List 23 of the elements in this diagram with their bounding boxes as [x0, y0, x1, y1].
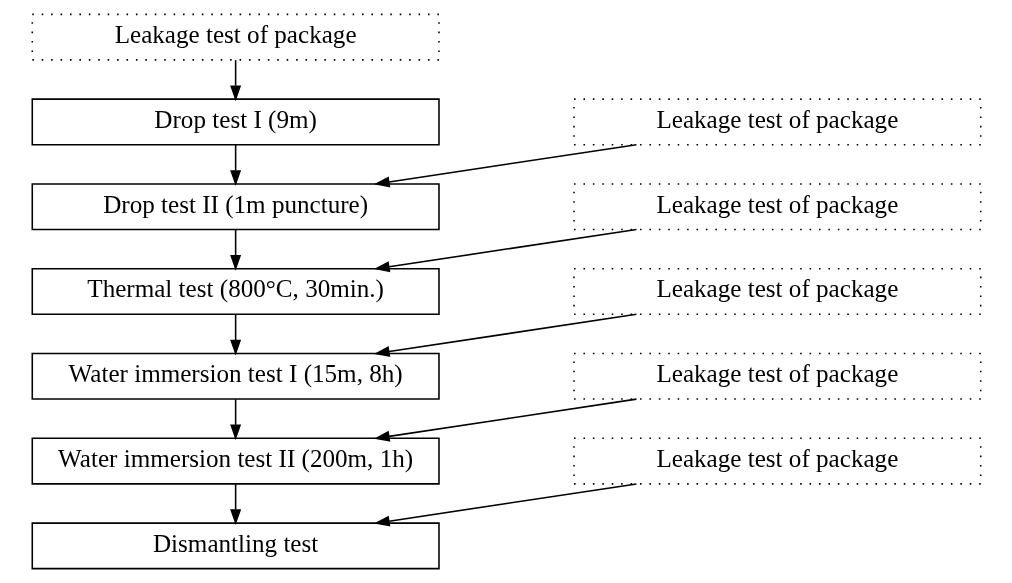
- node-box: Leakage test of package: [572, 352, 981, 400]
- node-box: Leakage test of package: [31, 13, 440, 61]
- arrow: [373, 483, 637, 527]
- arrow: [229, 398, 241, 441]
- node-box: Drop test II (1m puncture): [31, 183, 440, 231]
- arrow: [229, 483, 241, 526]
- node-box: Leakage test of package: [572, 98, 981, 146]
- arrow: [373, 398, 637, 442]
- node-box: Water immersion test I (15m, 8h): [31, 352, 440, 400]
- node-box: Drop test I (9m): [31, 98, 440, 146]
- node-box: Water immersion test II (200m, 1h): [31, 437, 440, 485]
- arrow: [373, 228, 637, 273]
- arrow: [229, 59, 241, 102]
- node-box: Leakage test of package: [572, 183, 981, 231]
- node-box: Dismantling test: [31, 522, 440, 570]
- node-box: Leakage test of package: [572, 267, 981, 316]
- arrow: [373, 313, 637, 357]
- arrow: [229, 228, 241, 271]
- arrow: [373, 143, 637, 188]
- node-box: Thermal test (800°C, 30min.): [31, 267, 440, 316]
- arrow: [229, 313, 241, 356]
- arrow: [229, 144, 241, 186]
- node-box: Leakage test of package: [572, 437, 981, 485]
